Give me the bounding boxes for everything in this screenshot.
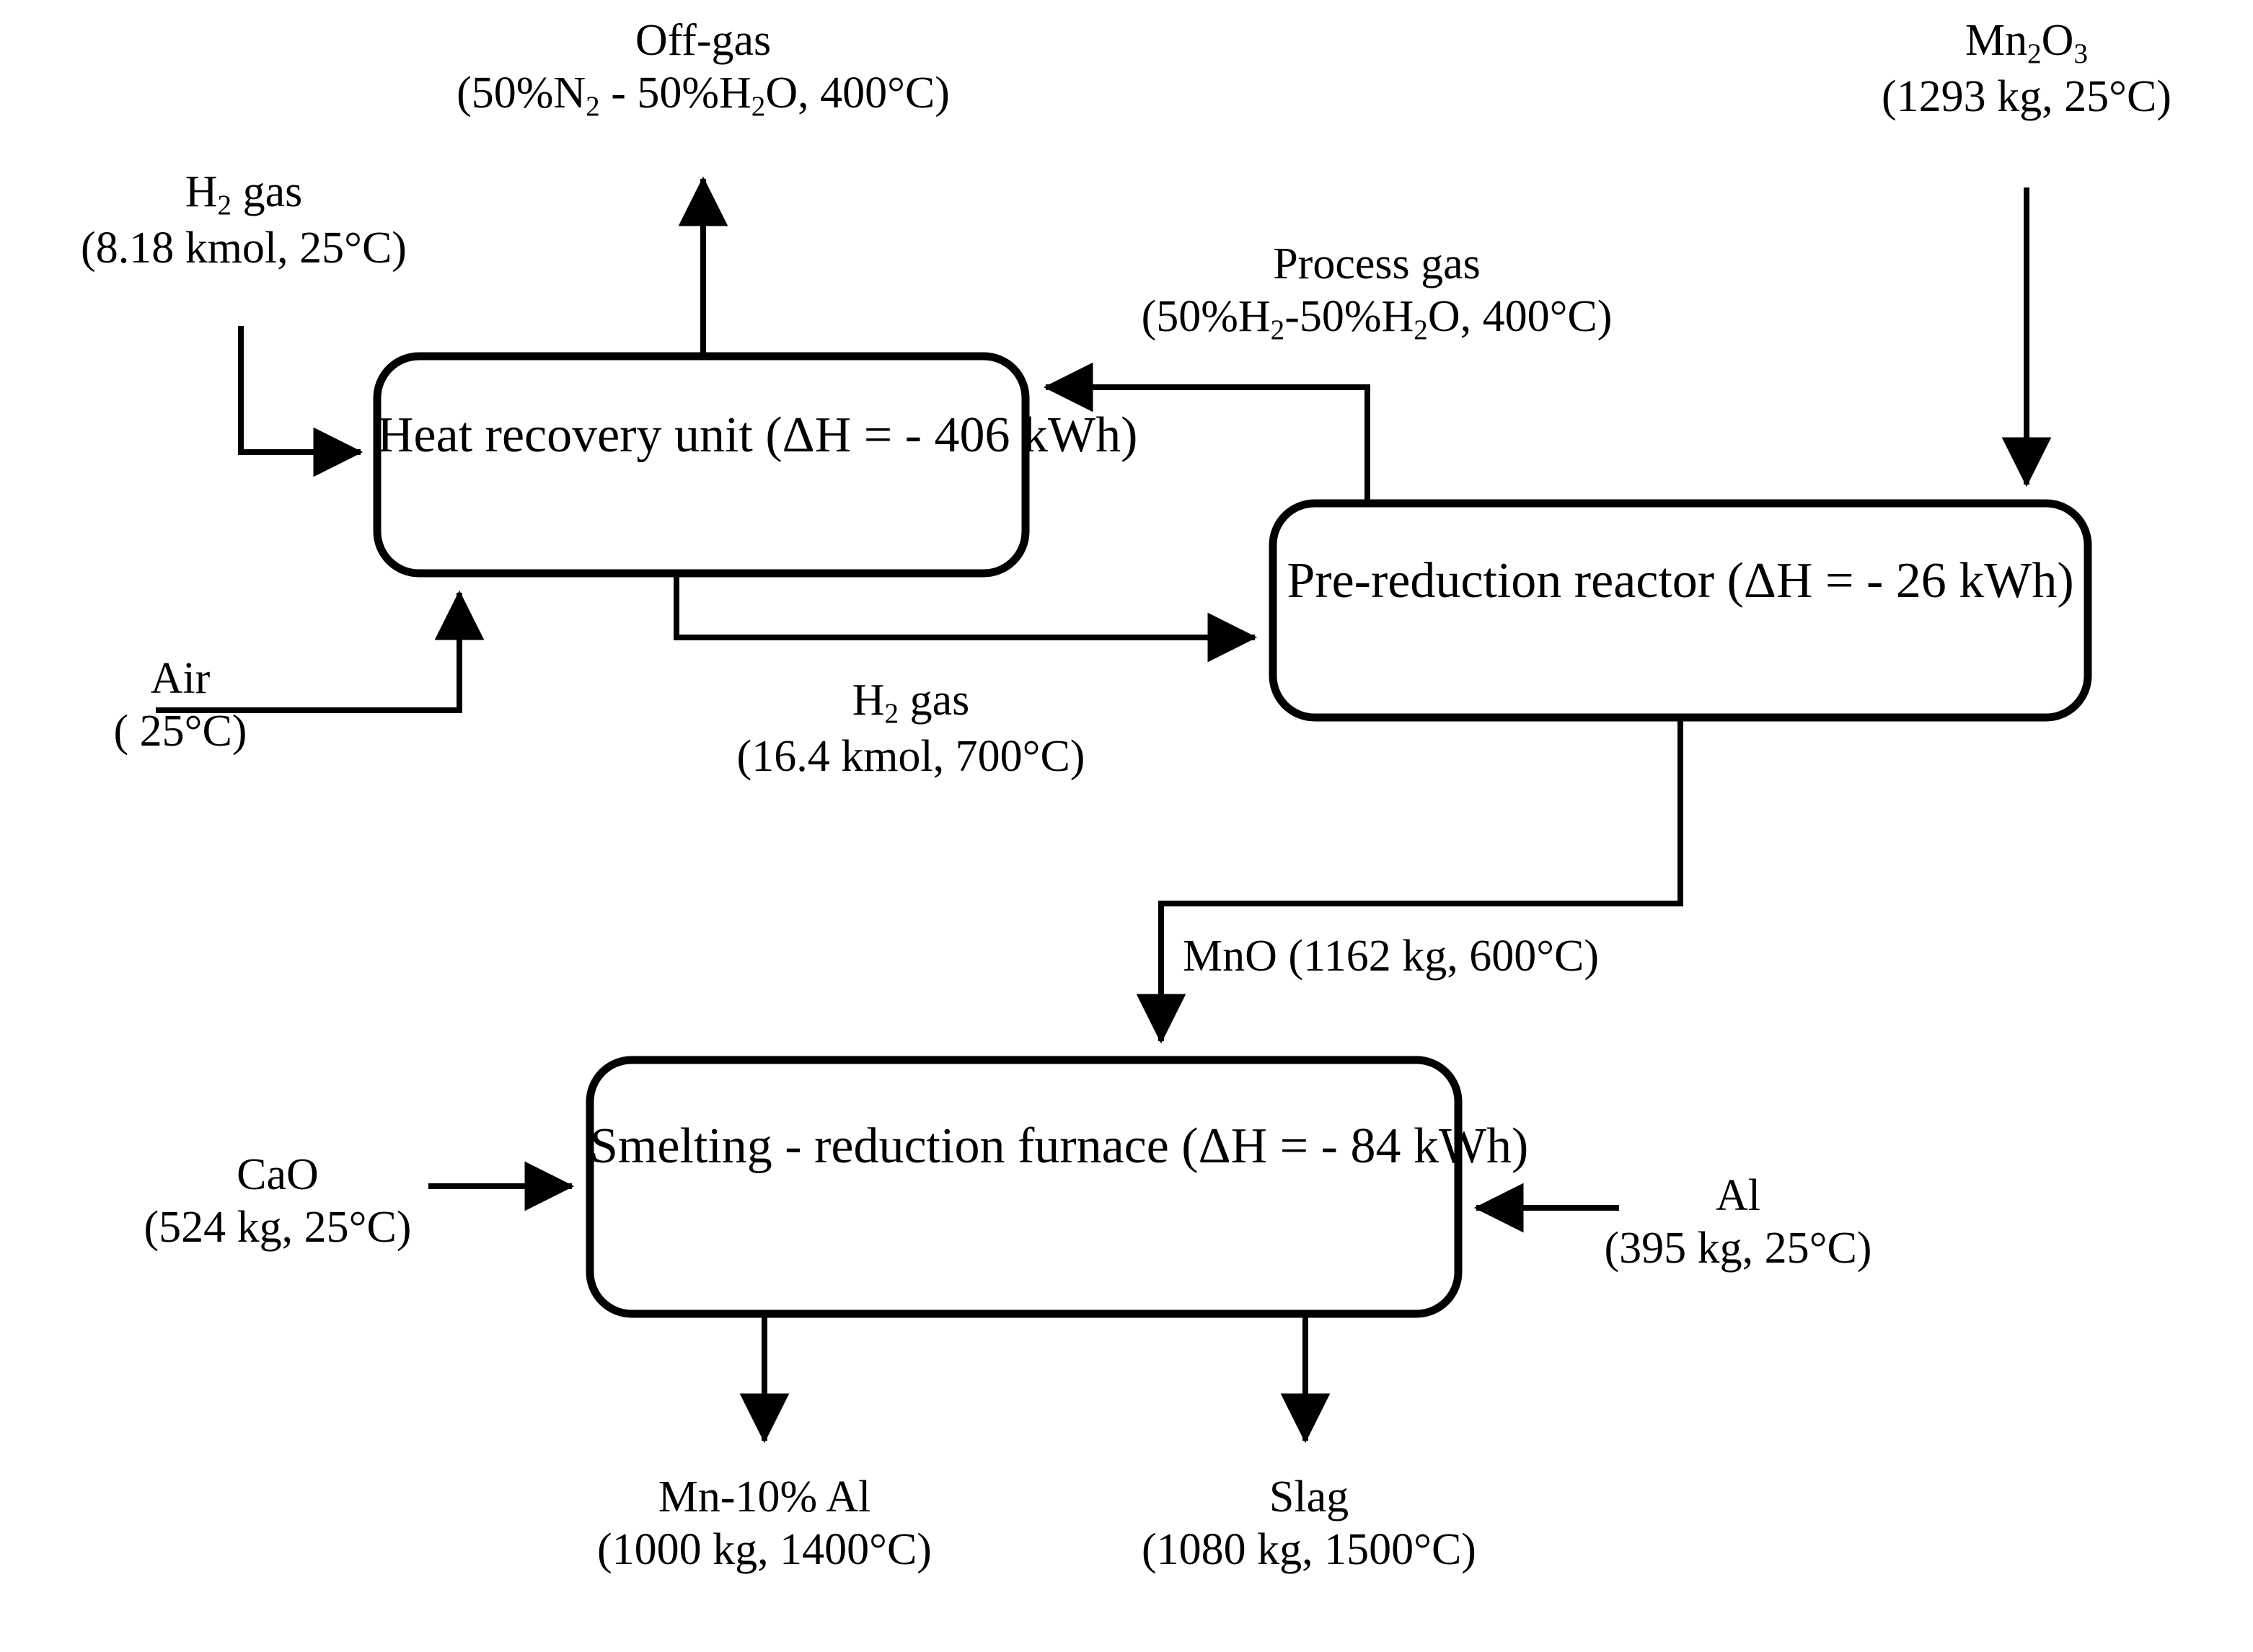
heat-recovery-unit-text: Heat recovery unit (ΔH = - 406 kWh) xyxy=(377,405,1137,466)
alloy-product-name: Mn-10% Al xyxy=(658,1472,871,1521)
al-feed-name: Al xyxy=(1716,1171,1760,1220)
slag-product-label: Slag (1080 kg, 1500°C) xyxy=(1046,1471,1572,1576)
process-gas-arrow xyxy=(1043,362,1370,503)
mn2o3-feed-name: Mn2O3 xyxy=(1965,16,2088,69)
mno-arrow xyxy=(1136,717,1683,1044)
h2-hot-name: H2 gas xyxy=(852,676,970,729)
alloy-product-label: Mn-10% Al (1000 kg, 1400°C) xyxy=(498,1471,1031,1576)
al-feed-conditions: (395 kg, 25°C) xyxy=(1604,1224,1872,1273)
mn2o3-feed-label: Mn2O3 (1293 kg, 25°C) xyxy=(1644,14,2253,123)
air-feed-label: Air ( 25°C) xyxy=(0,653,361,758)
h2-feed-arrow xyxy=(238,326,363,477)
cao-feed-conditions: (524 kg, 25°C) xyxy=(144,1203,412,1253)
al-feed-label: Al (395 kg, 25°C) xyxy=(1515,1170,1962,1275)
heat-recovery-unit-name: Heat recovery unit xyxy=(377,407,753,463)
h2-hot-conditions: (16.4 kmol, 700°C) xyxy=(736,732,1085,782)
h2-hot-arrow xyxy=(674,573,1258,663)
process-gas-label: Process gas (50%H2-50%H2O, 400°C) xyxy=(1039,238,1715,347)
pre-reduction-reactor-enthalpy: (ΔH = - 26 kWh) xyxy=(1727,553,2074,609)
h2-hot-label: H2 gas (16.4 kmol, 700°C) xyxy=(635,674,1187,783)
h2-feed-label: H2 gas (8.18 kmol, 25°C) xyxy=(0,166,488,275)
cao-feed-label: CaO (524 kg, 25°C) xyxy=(58,1149,498,1254)
h2-feed-name: H2 gas xyxy=(185,167,303,221)
air-feed-conditions: ( 25°C) xyxy=(113,707,247,756)
smelting-reduction-furnace-text: Smelting - reduction furnace (ΔH = - 84 … xyxy=(590,1116,1528,1177)
off-gas-conditions: (50%N2 - 50%H2O, 400°C) xyxy=(457,69,950,123)
process-gas-name: Process gas xyxy=(1273,239,1481,288)
air-feed-name: Air xyxy=(150,654,211,703)
mno-label: MnO (1162 kg, 600°C) xyxy=(1183,930,1789,983)
pre-reduction-reactor-name: Pre-reduction reactor xyxy=(1287,553,1715,609)
slag-product-conditions: (1080 kg, 1500°C) xyxy=(1142,1525,1476,1575)
slag-product-name: Slag xyxy=(1269,1472,1349,1521)
alloy-product-conditions: (1000 kg, 1400°C) xyxy=(597,1525,932,1575)
air-feed-arrow xyxy=(156,590,485,713)
mn2o3-feed-conditions: (1293 kg, 25°C) xyxy=(1882,72,2172,122)
smelting-reduction-furnace-enthalpy: (ΔH = - 84 kWh) xyxy=(1181,1118,1529,1174)
smelting-reduction-furnace-box[interactable] xyxy=(586,1056,1463,1318)
process-gas-conditions: (50%H2-50%H2O, 400°C) xyxy=(1141,292,1613,346)
h2-feed-conditions: (8.18 kmol, 25°C) xyxy=(81,224,407,273)
mno-name: MnO (1162 kg, 600°C) xyxy=(1183,932,1600,981)
smelting-reduction-furnace-name: Smelting - reduction furnace xyxy=(590,1118,1169,1174)
heat-recovery-unit-enthalpy: (ΔH = - 406 kWh) xyxy=(765,407,1138,463)
off-gas-name: Off-gas xyxy=(635,16,772,65)
pre-reduction-reactor-text: Pre-reduction reactor (ΔH = - 26 kWh) xyxy=(1273,551,2088,611)
off-gas-label: Off-gas (50%N2 - 50%H2O, 400°C) xyxy=(299,14,1107,123)
cao-feed-name: CaO xyxy=(237,1150,319,1199)
